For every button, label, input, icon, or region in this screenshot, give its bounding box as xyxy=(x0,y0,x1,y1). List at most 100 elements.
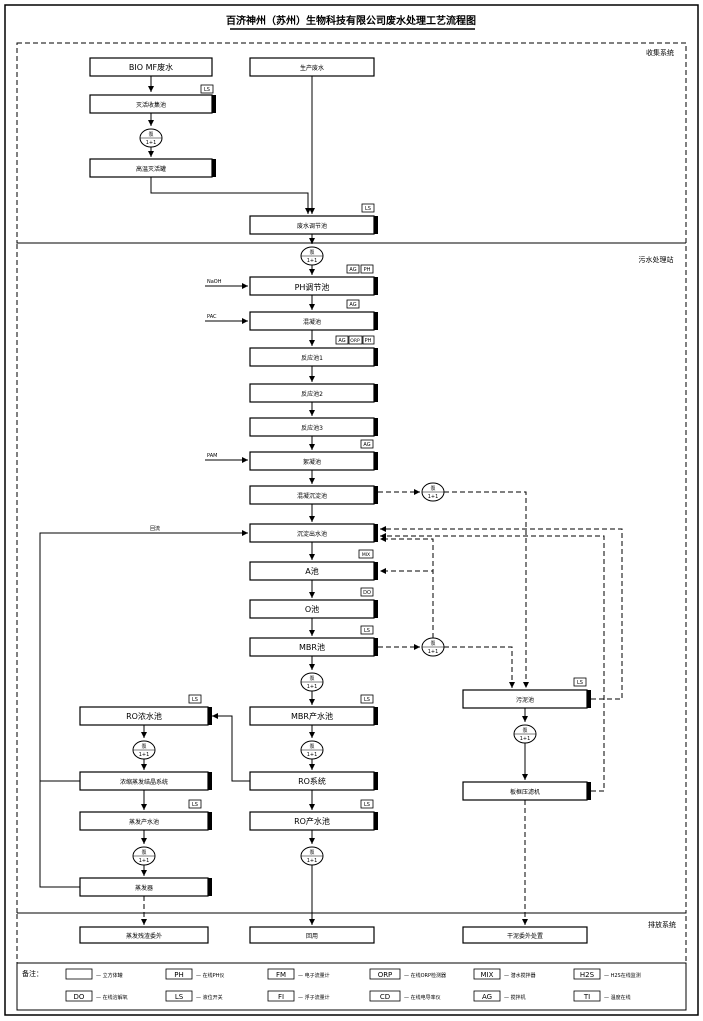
svg-text:板框压滤机: 板框压滤机 xyxy=(510,788,540,796)
svg-text:— H2S在线监测: — H2S在线监测 xyxy=(604,972,641,979)
svg-text:LS: LS xyxy=(204,87,210,93)
svg-text:1+1: 1+1 xyxy=(520,736,531,742)
svg-text:1+1: 1+1 xyxy=(307,258,318,264)
tag-ls7 xyxy=(188,799,202,809)
svg-text:LS: LS xyxy=(365,206,371,212)
legend-item-6: DO — 在线溶解氧 xyxy=(65,990,128,1002)
tag-ls1 xyxy=(200,84,214,94)
legend-item-5: H2S — H2S在线监测 xyxy=(573,968,641,980)
legend-item-4: MIX — 潜水搅拌器 xyxy=(473,968,536,980)
svg-text:AG: AG xyxy=(349,267,356,273)
svg-text:MBR产水池: MBR产水池 xyxy=(291,711,333,721)
svg-text:FM: FM xyxy=(276,971,286,979)
tag-ag2 xyxy=(346,299,360,309)
svg-text:蒸发器: 蒸发器 xyxy=(135,884,153,892)
svg-text:LS: LS xyxy=(364,628,370,634)
dose-naoh: NaOH xyxy=(207,279,222,285)
tag-ag3 xyxy=(335,335,349,345)
svg-text:1+1: 1+1 xyxy=(139,752,150,758)
zone-discharge xyxy=(16,912,687,964)
svg-text:AG: AG xyxy=(349,302,356,308)
box-out-reuse2 xyxy=(249,926,375,944)
tag-ag4 xyxy=(360,439,374,449)
tag-mix xyxy=(358,549,374,559)
svg-text:LS: LS xyxy=(175,993,184,1001)
tag-ls6 xyxy=(188,694,202,704)
svg-text:LS: LS xyxy=(577,680,583,686)
svg-text:浓缩蒸发结晶系统: 浓缩蒸发结晶系统 xyxy=(120,778,168,786)
svg-text:MBR池: MBR池 xyxy=(299,642,325,652)
svg-text:DO: DO xyxy=(74,993,85,1001)
svg-text:污泥池: 污泥池 xyxy=(516,696,534,704)
svg-text:1+1: 1+1 xyxy=(428,649,439,655)
tag-ls3 xyxy=(360,625,374,635)
svg-text:1+1: 1+1 xyxy=(139,858,150,864)
svg-text:ORP: ORP xyxy=(350,338,360,344)
svg-text:泵: 泵 xyxy=(141,744,146,750)
legend-item-8: FI — 浮子流量计 xyxy=(267,990,330,1002)
tag-orp xyxy=(348,335,363,345)
svg-text:泵: 泵 xyxy=(522,728,527,734)
svg-text:BIO MF废水: BIO MF废水 xyxy=(129,62,173,72)
svg-text:LS: LS xyxy=(192,802,198,808)
svg-text:泵: 泵 xyxy=(309,250,314,256)
dose-pac: PAC xyxy=(207,314,217,320)
zone-discharge-label: 排放系统 xyxy=(648,920,676,929)
svg-text:O池: O池 xyxy=(305,604,319,614)
return-label: 回流 xyxy=(150,525,160,532)
tag-ls2 xyxy=(361,203,375,213)
svg-text:泵: 泵 xyxy=(309,850,314,856)
svg-text:— 在线ORP检测器: — 在线ORP检测器 xyxy=(404,972,446,979)
page-title: 百济神州（苏州）生物科技有限公司废水处理工艺流程图 xyxy=(226,14,476,27)
svg-text:— 在线PH仪: — 在线PH仪 xyxy=(196,972,224,979)
dose-pam: PAM xyxy=(207,453,217,459)
svg-text:— 电子流量计: — 电子流量计 xyxy=(298,972,330,979)
tag-ph2 xyxy=(362,335,375,345)
box-out-reuse xyxy=(79,926,209,944)
legend-item-3: ORP — 在线ORP检测器 xyxy=(369,968,446,980)
legend-item-2: FM — 电子流量计 xyxy=(267,968,330,980)
svg-text:— 在线溶解氧: — 在线溶解氧 xyxy=(96,994,128,1001)
legend-title: 备注： xyxy=(22,969,43,978)
svg-text:LS: LS xyxy=(192,697,198,703)
svg-text:泵: 泵 xyxy=(430,641,435,647)
legend-item-7: LS — 液位开关 xyxy=(165,990,223,1002)
svg-text:RO产水池: RO产水池 xyxy=(294,816,330,826)
legend-item-0: — 立方体罐 xyxy=(65,968,123,980)
svg-text:FI: FI xyxy=(278,993,284,1001)
svg-text:PH: PH xyxy=(365,338,372,344)
legend-item-1: PH — 在线PH仪 xyxy=(165,968,224,980)
legend-item-11: TI — 温度在线 xyxy=(573,990,631,1002)
svg-text:高温灭活罐: 高温灭活罐 xyxy=(136,165,166,173)
tag-do1 xyxy=(360,587,374,597)
legend-box xyxy=(16,962,687,1011)
tag-ls5 xyxy=(360,799,374,809)
svg-text:AG: AG xyxy=(363,442,370,448)
svg-text:H2S: H2S xyxy=(580,971,595,979)
svg-text:1+1: 1+1 xyxy=(307,684,318,690)
svg-text:1+1: 1+1 xyxy=(428,494,439,500)
svg-text:干泥委外处置: 干泥委外处置 xyxy=(507,932,543,940)
svg-text:沉淀出水池: 沉淀出水池 xyxy=(297,530,327,538)
svg-text:反应池1: 反应池1 xyxy=(301,354,323,362)
svg-text:泵: 泵 xyxy=(430,486,435,492)
tag-ls4 xyxy=(360,694,374,704)
svg-text:PH: PH xyxy=(364,267,371,273)
svg-text:LS: LS xyxy=(364,697,370,703)
svg-text:1+1: 1+1 xyxy=(146,140,157,146)
svg-text:LS: LS xyxy=(364,802,370,808)
svg-text:絮凝池: 絮凝池 xyxy=(303,458,321,466)
svg-text:— 液位开关: — 液位开关 xyxy=(196,994,223,1001)
svg-text:泵: 泵 xyxy=(148,132,153,138)
svg-text:CD: CD xyxy=(380,993,390,1001)
svg-text:回用: 回用 xyxy=(306,933,318,940)
svg-text:TI: TI xyxy=(583,993,590,1001)
svg-text:— 在线电导率仪: — 在线电导率仪 xyxy=(404,994,441,1001)
zone-collect-label: 收集系统 xyxy=(646,48,674,57)
svg-text:PH调节池: PH调节池 xyxy=(295,282,330,292)
svg-text:— 潜水搅拌器: — 潜水搅拌器 xyxy=(504,972,536,979)
svg-text:MIX: MIX xyxy=(481,971,494,979)
svg-text:RO系统: RO系统 xyxy=(298,776,326,786)
svg-text:1+1: 1+1 xyxy=(307,858,318,864)
